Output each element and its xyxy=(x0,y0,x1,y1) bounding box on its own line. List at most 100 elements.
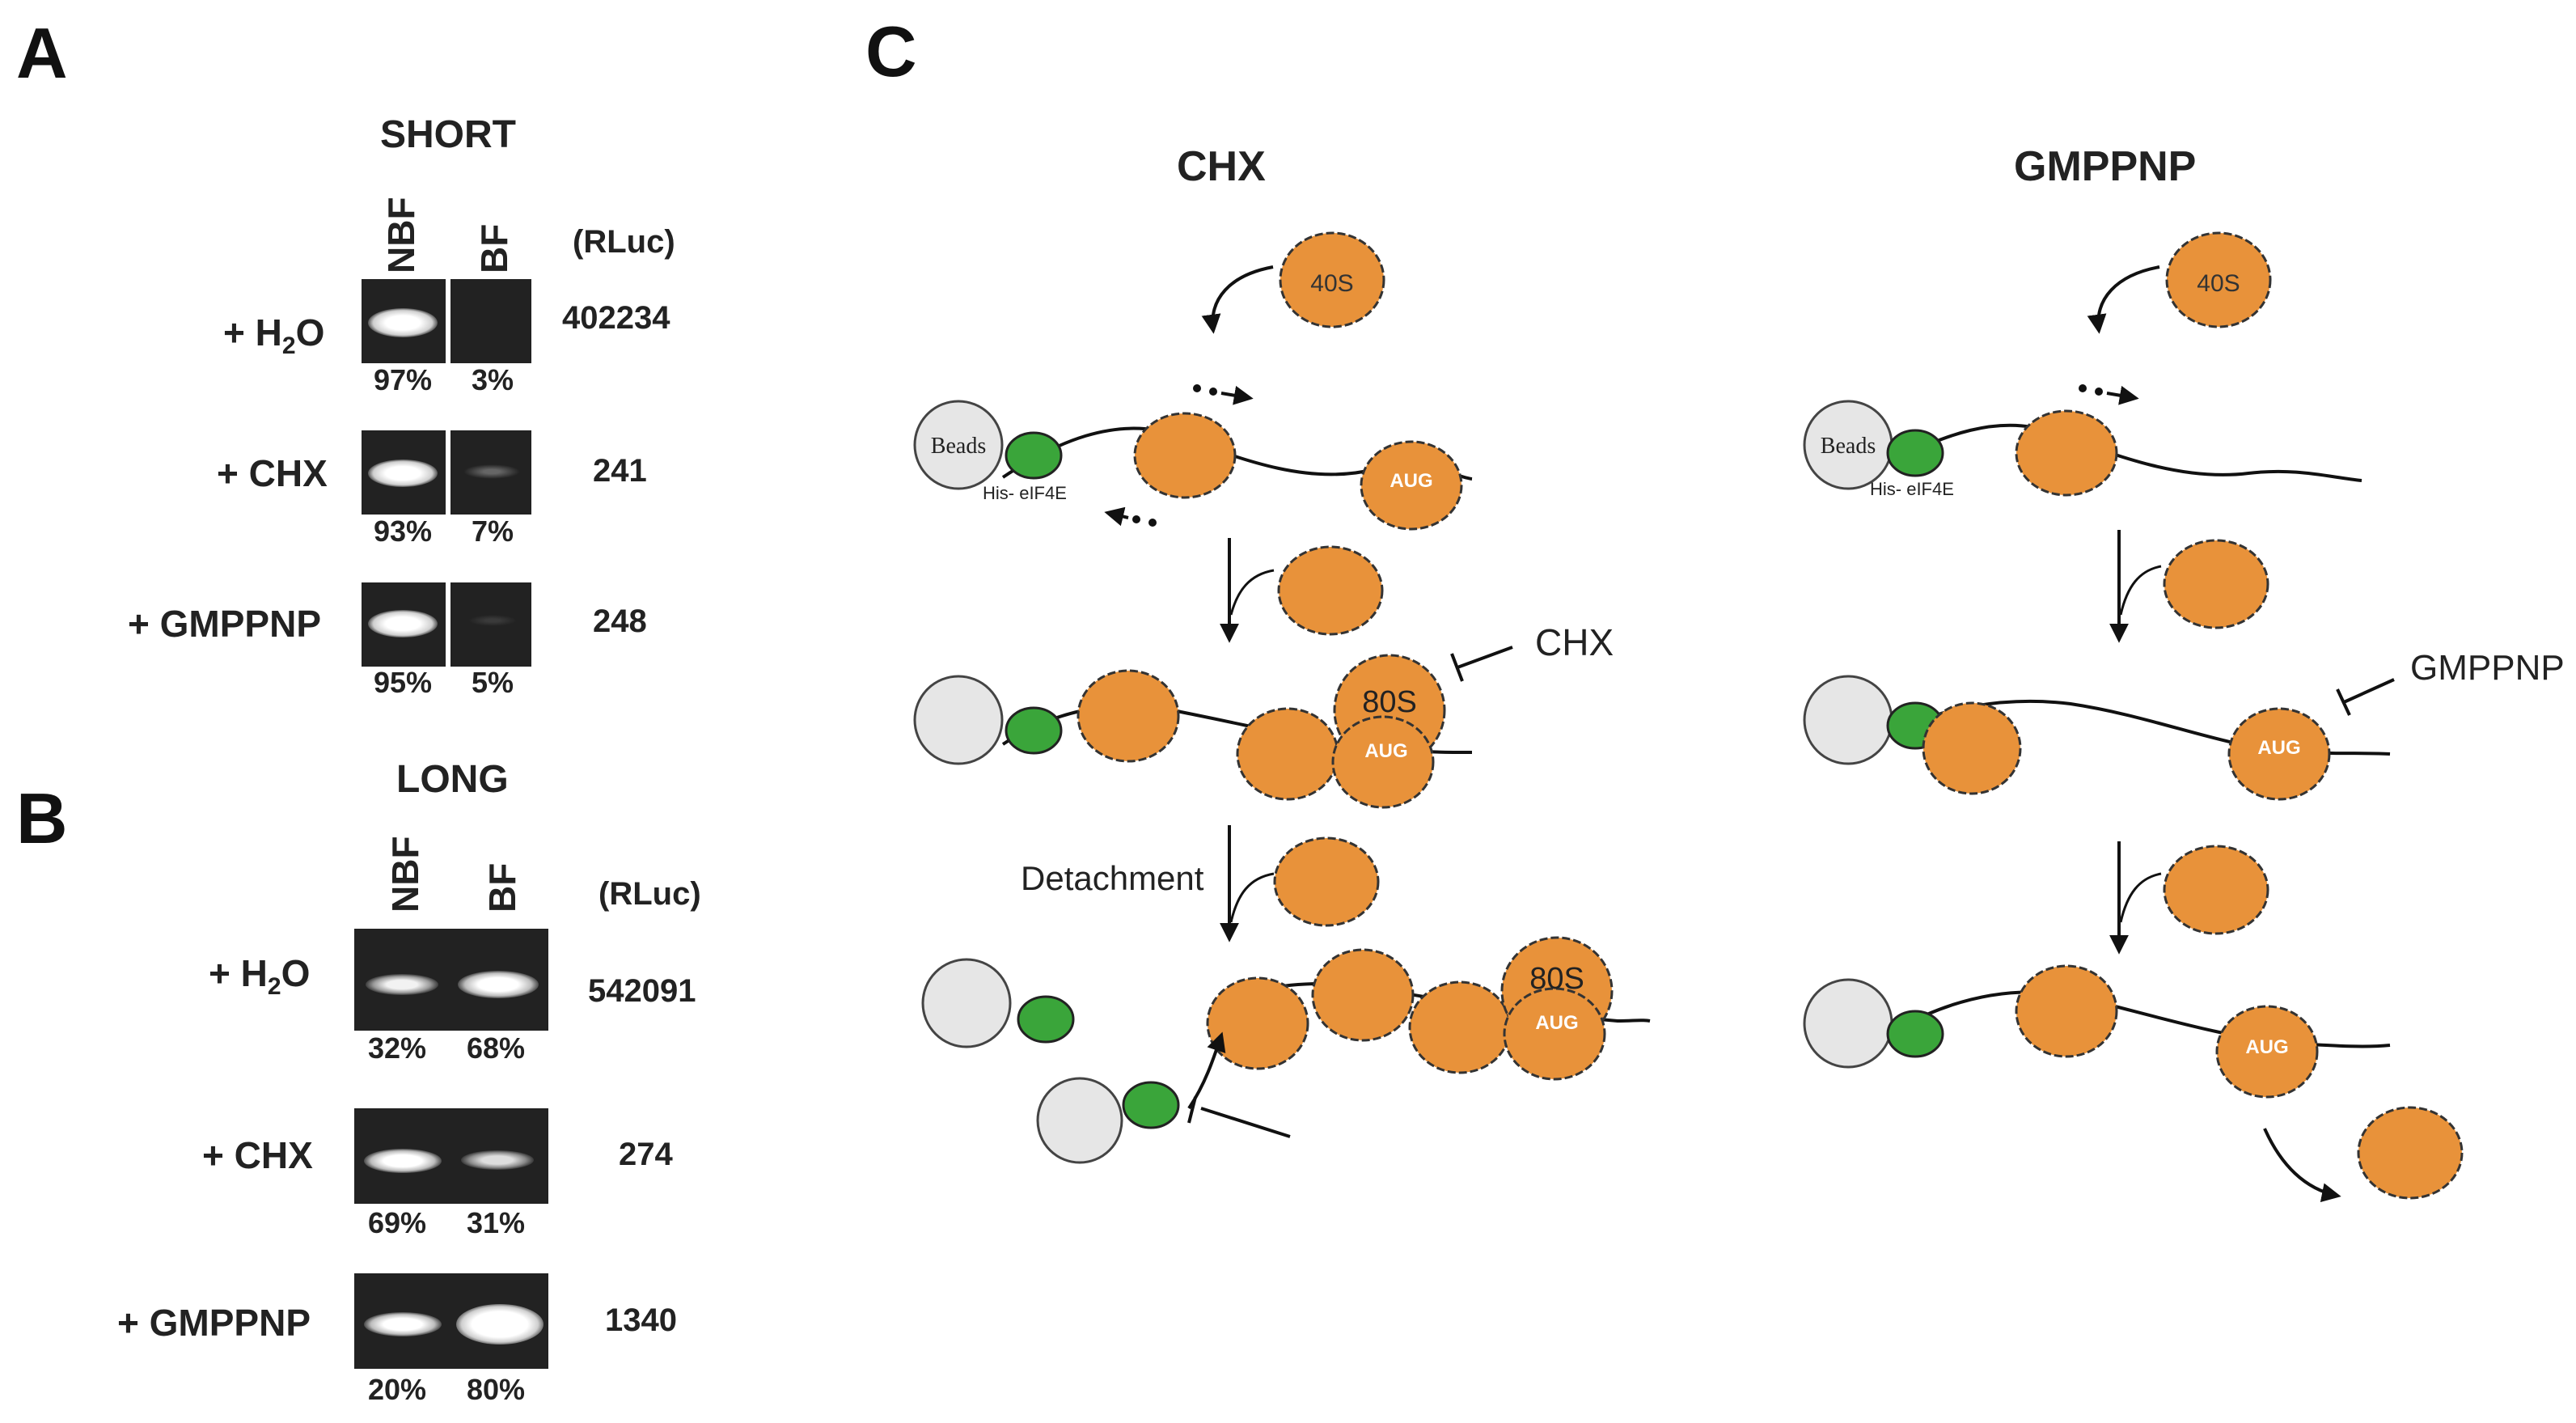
ribosome-aug-gmppnp-2 xyxy=(2227,707,2331,801)
panel-c-title-gmppnp: GMPPNP xyxy=(2014,143,2197,190)
ribosome-40s-chx-3 xyxy=(1503,987,1606,1081)
panel-b-rluc-chx: 274 xyxy=(619,1137,673,1172)
label-aug-chx-2: AUG xyxy=(1364,740,1407,762)
ribosome-chx-3b xyxy=(1311,948,1415,1042)
panel-a-rluc-chx: 241 xyxy=(593,453,647,489)
ribosome-gmppnp-released xyxy=(2357,1106,2464,1200)
bead-chx-2 xyxy=(913,675,1004,765)
panel-b-rluc-gmppnp: 1340 xyxy=(605,1302,677,1338)
eif4e-chx-3 xyxy=(1017,995,1075,1044)
ribosome-chx-3a xyxy=(1206,976,1309,1070)
label-80s-chx-3: 80S xyxy=(1529,962,1584,996)
inhibit-rebind-line xyxy=(1200,1107,1291,1138)
label-aug-chx-1: AUG xyxy=(1390,470,1432,492)
panel-a-pct-h2o-nbf: 97% xyxy=(374,363,433,396)
bead-chx-4 xyxy=(1036,1077,1123,1164)
gel-a-gmppnp-nbf xyxy=(362,582,446,667)
gel-a-gmppnp-bf xyxy=(450,582,531,667)
label-gmppnp-inhibitor: GMPPNP xyxy=(2410,648,2565,688)
panel-b-cond-chx: + CHX xyxy=(202,1134,313,1176)
panel-c-title-chx: CHX xyxy=(1177,143,1266,190)
bead-chx-1 xyxy=(913,400,1004,490)
join-arrow-chx-1 xyxy=(1229,569,1275,616)
ribosome-chx-2b xyxy=(1236,707,1339,801)
panel-a-rluc-gmppnp: 248 xyxy=(593,604,647,639)
panel-a-rluc-h2o: 402234 xyxy=(562,300,670,336)
panel-b-pct-gmppnp-nbf: 20% xyxy=(368,1373,427,1406)
inhibit-rebind-bar xyxy=(1187,1096,1197,1124)
panel-a-pct-gmppnp-nbf: 95% xyxy=(374,666,433,699)
gel-a-chx-bf xyxy=(450,430,531,515)
label-detachment: Detachment xyxy=(1021,859,1204,897)
eif4e-chx-1 xyxy=(1005,431,1063,480)
panel-a-letter: A xyxy=(16,13,68,93)
scan-arrow-chx-back xyxy=(1104,506,1129,527)
inhibit-line-chx xyxy=(1457,646,1513,669)
ribosome-gmppnp-2a xyxy=(1922,701,2022,795)
gel-b-chx xyxy=(354,1108,548,1204)
scan-arrow-chx-forward xyxy=(1220,385,1254,405)
bead-gmppnp-2 xyxy=(1803,675,1893,765)
ribosome-40s-gmppnp-top xyxy=(2165,231,2272,328)
label-chx-inhibitor: CHX xyxy=(1535,621,1614,663)
panel-b-cond-h2o: + H2O xyxy=(209,952,311,1001)
ribosome-gmppnp-3a xyxy=(2015,964,2118,1058)
ribosome-chx-3c xyxy=(1408,980,1512,1074)
ribosome-40s-chx-2 xyxy=(1331,715,1435,809)
inhibit-bar-gmppnp xyxy=(2336,688,2351,716)
label-aug-gmppnp-3: AUG xyxy=(2245,1036,2288,1058)
panel-b-pct-h2o-nbf: 32% xyxy=(368,1031,427,1065)
gel-a-chx-nbf xyxy=(362,430,446,515)
label-beads-chx: Beads xyxy=(931,434,986,459)
panel-b-cond-gmppnp: + GMPPNP xyxy=(117,1302,311,1344)
label-his-chx: His- eIF4E xyxy=(983,483,1067,503)
panel-b-unit: (RLuc) xyxy=(599,876,701,912)
panel-a-pct-gmppnp-bf: 5% xyxy=(472,666,514,699)
gel-a-h2o-nbf xyxy=(362,279,446,363)
arrow-40s-chx xyxy=(1201,265,1274,334)
ribosome-aug-chx-1 xyxy=(1360,440,1463,531)
eif4e-gmppnp-3 xyxy=(1886,1010,1944,1058)
panel-b-pct-h2o-bf: 68% xyxy=(467,1031,526,1065)
gel-a-h2o-bf xyxy=(450,279,531,363)
ribosome-gmppnp-1 xyxy=(2015,409,2118,497)
bead-gmppnp-3 xyxy=(1803,978,1893,1069)
eif4e-chx-4 xyxy=(1122,1081,1180,1129)
panel-a-pct-h2o-bf: 3% xyxy=(472,363,514,396)
inhibit-bar-chx xyxy=(1450,653,1464,682)
panel-a-title: SHORT xyxy=(380,113,516,156)
panel-a-cond-gmppnp: + GMPPNP xyxy=(128,603,322,645)
panel-b-pct-chx-nbf: 69% xyxy=(368,1206,427,1239)
panel-b-letter: B xyxy=(16,778,68,858)
panel-a-unit: (RLuc) xyxy=(573,224,675,260)
panel-a-pct-chx-bf: 7% xyxy=(472,515,514,548)
ribosome-aug-gmppnp-3 xyxy=(2215,1005,2319,1099)
gel-b-h2o xyxy=(354,929,548,1031)
ribosome-gmppnp-join-2 xyxy=(2163,845,2269,935)
label-aug-chx-3: AUG xyxy=(1535,1012,1578,1034)
join-arrow-gmppnp-1 xyxy=(2119,565,2162,616)
bead-chx-3 xyxy=(921,958,1012,1048)
scan-arrow-gmppnp xyxy=(2106,385,2139,405)
ribosome-chx-join-2 xyxy=(1273,836,1380,927)
label-his-gmppnp: His- eIF4E xyxy=(1870,479,1954,499)
join-arrow-gmppnp-2 xyxy=(2119,872,2162,923)
mrna-gmppnp-3 xyxy=(1892,990,2391,1048)
label-40s-gmppnp: 40S xyxy=(2197,270,2240,297)
panel-b-pct-gmppnp-bf: 80% xyxy=(467,1373,526,1406)
ribosome-40s-chx-top xyxy=(1279,231,1385,328)
ribosome-chx-join-1 xyxy=(1277,545,1384,636)
ribosome-chx-1 xyxy=(1133,412,1237,499)
mrna-gmppnp-1 xyxy=(1892,423,2362,482)
label-beads-gmppnp: Beads xyxy=(1821,434,1876,459)
panel-b-rluc-h2o: 542091 xyxy=(588,973,696,1009)
label-aug-gmppnp-2: AUG xyxy=(2257,737,2300,759)
eif4e-chx-2 xyxy=(1005,706,1063,755)
ribosome-gmppnp-join-1 xyxy=(2163,539,2269,629)
panel-b-pct-chx-bf: 31% xyxy=(467,1206,526,1239)
inhibit-line-gmppnp xyxy=(2343,678,2395,704)
ribosome-chx-2a xyxy=(1077,669,1180,763)
arrow-40s-gmppnp xyxy=(2087,265,2160,334)
